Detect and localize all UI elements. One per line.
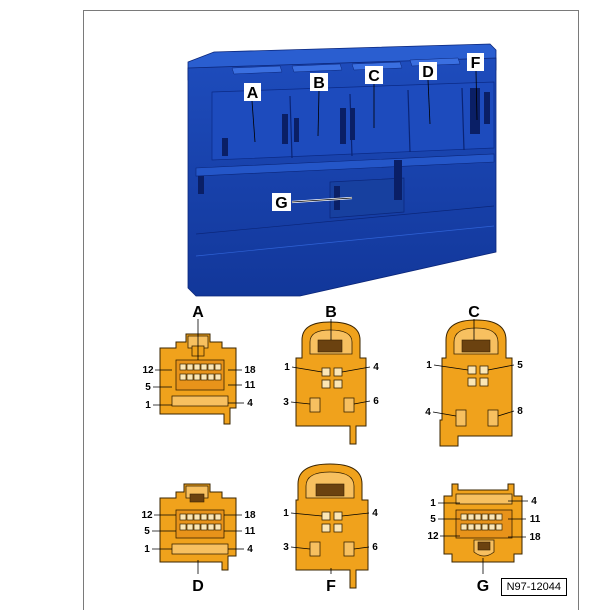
housing-label-f: F [471, 55, 481, 72]
connector-f: F 1 4 3 6 [283, 463, 378, 595]
connector-g-pin-5: 5 [430, 514, 436, 525]
connector-d-pin-18: 18 [244, 510, 256, 521]
connector-b: B 1 4 3 6 [283, 304, 379, 445]
connector-d-pin-4: 4 [247, 544, 253, 555]
connector-g-pin-18: 18 [529, 532, 541, 543]
connector-g-label: G [477, 578, 489, 595]
connector-f-pin-4: 4 [372, 508, 378, 519]
housing-labels: A B C D F G [244, 53, 484, 212]
connector-c-label: C [468, 304, 480, 321]
housing-label-a: A [247, 85, 259, 102]
connector-a-pin-18: 18 [244, 365, 256, 376]
connector-b-pin-6: 6 [373, 396, 379, 407]
connector-a-pin-11: 11 [245, 380, 256, 391]
connector-f-label: F [326, 578, 336, 595]
connector-f-pin-6: 6 [372, 542, 378, 553]
connector-d-pin-11: 11 [245, 526, 256, 537]
connector-a-label: A [192, 304, 204, 321]
diagram-frame [83, 10, 579, 610]
connector-a-pin-4: 4 [247, 398, 253, 409]
connector-g-pin-4: 4 [531, 496, 537, 507]
connector-a-pin-5: 5 [145, 382, 151, 393]
housing-label-d: D [422, 64, 434, 81]
connector-b-pin-4: 4 [373, 362, 379, 373]
connector-b-pin-3: 3 [283, 397, 289, 408]
connector-c-pin-5: 5 [517, 360, 523, 371]
connector-a: A 12 18 5 11 1 4 [142, 304, 256, 425]
connector-d-label: D [192, 578, 204, 595]
connector-c-pin-1: 1 [426, 360, 432, 371]
connector-d-pin-1: 1 [144, 544, 150, 555]
connector-b-pin-1: 1 [284, 362, 290, 373]
control-unit-housing [187, 43, 497, 297]
connector-g-pin-1: 1 [430, 498, 436, 509]
connector-g: G 1 4 5 11 12 18 [427, 483, 541, 595]
connector-a-pin-1: 1 [145, 400, 151, 411]
housing-label-b: B [313, 75, 325, 92]
connector-a-pin-12: 12 [142, 365, 154, 376]
housing-label-g: G [275, 195, 287, 212]
connector-c: C 1 5 4 8 [425, 304, 523, 447]
connector-d-pin-12: 12 [141, 510, 153, 521]
figure-reference: N97-12044 [500, 578, 567, 596]
connector-d-pin-5: 5 [144, 526, 150, 537]
connector-d: D 12 18 5 11 1 4 [141, 483, 256, 595]
connector-g-pin-11: 11 [530, 514, 541, 525]
connector-c-pin-4: 4 [425, 407, 431, 418]
connector-c-pin-8: 8 [517, 406, 523, 417]
connector-g-pin-12: 12 [427, 531, 439, 542]
connector-b-label: B [325, 304, 337, 321]
connector-f-pin-3: 3 [283, 542, 289, 553]
housing-label-c: C [368, 68, 380, 85]
connector-f-pin-1: 1 [283, 508, 289, 519]
